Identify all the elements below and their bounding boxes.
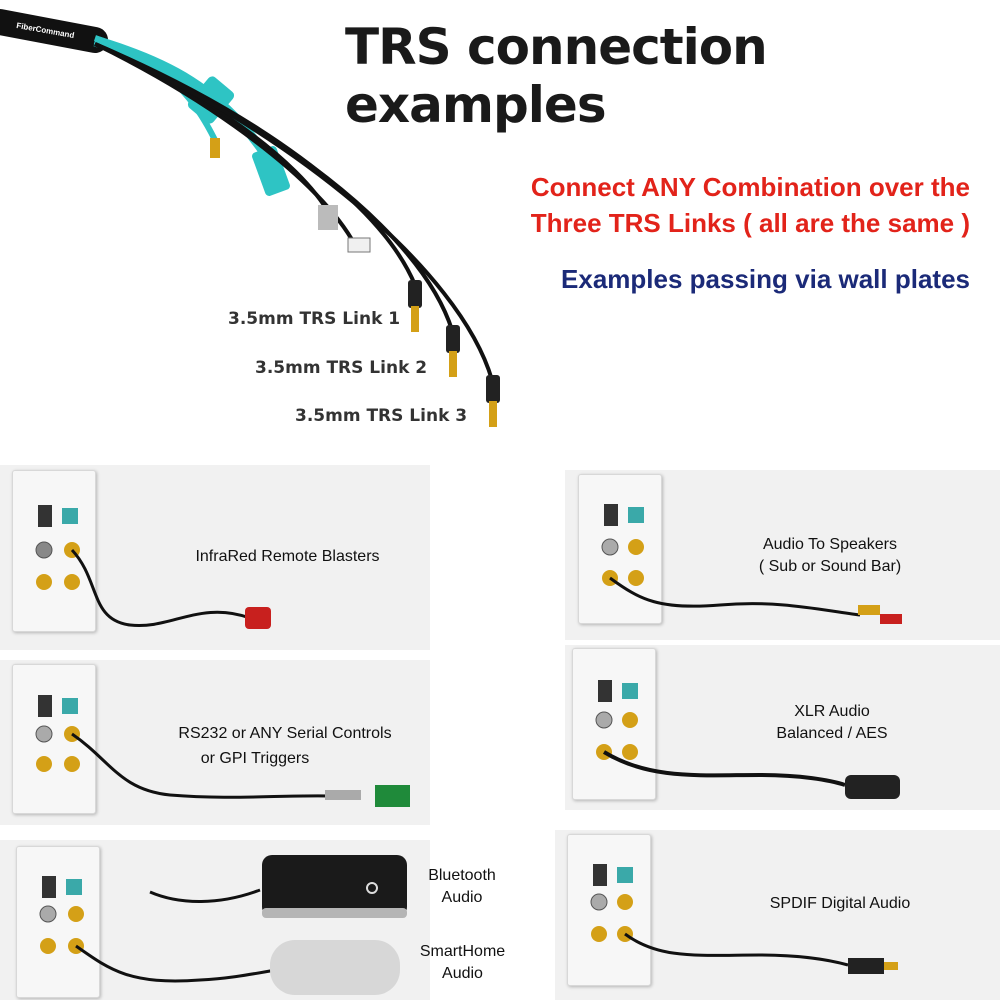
page-title: TRS connection examples — [345, 18, 768, 134]
bluetooth-transmitter — [262, 855, 407, 917]
rca-plug-1 — [858, 605, 880, 615]
speakers-caption-1: Audio To Speakers — [762, 536, 897, 553]
usb-connector — [347, 237, 371, 253]
xlr-caption-1: XLR Audio — [794, 703, 870, 720]
terminal-block — [375, 785, 410, 807]
rs232-caption-2: or GPI Triggers — [200, 750, 310, 767]
trs-plug-3 — [489, 401, 497, 427]
trs-cable-3 — [94, 42, 494, 381]
trs-link-3-label: 3.5mm TRS Link 3 — [295, 406, 468, 426]
trs-plug-1 — [411, 306, 419, 332]
wall-plate-heading: Examples passing via wall plates — [561, 264, 970, 294]
bluetooth-caption-2: Audio — [441, 889, 483, 906]
speakers-caption-2: ( Sub or Sound Bar) — [758, 558, 902, 575]
smarthome-caption-2: Audio — [442, 965, 483, 982]
wall-plate — [567, 834, 651, 986]
sma-connector — [210, 138, 220, 158]
trs-plug-2 — [449, 351, 457, 377]
trs-link-2-label: 3.5mm TRS Link 2 — [255, 358, 428, 378]
trs-link-1-label: 3.5mm TRS Link 1 — [228, 309, 401, 329]
spdif-plug — [848, 958, 884, 974]
wall-plate — [12, 470, 96, 632]
spdif-caption: SPDIF Digital Audio — [769, 895, 911, 912]
xlr-caption-2: Balanced / AES — [776, 725, 888, 742]
rs232-caption-1: RS232 or ANY Serial Controls — [178, 725, 392, 742]
mpo-connector-2 — [252, 146, 290, 196]
wall-plate — [572, 648, 656, 800]
ir-blaster — [245, 607, 271, 629]
wall-plate — [12, 664, 96, 814]
combination-line-1: Connect ANY Combination over the — [530, 172, 970, 202]
rca-plug-2 — [880, 614, 902, 624]
wall-plate — [16, 846, 100, 998]
coax-connector — [318, 205, 338, 230]
infrared-caption: InfraRed Remote Blasters — [195, 548, 380, 565]
combination-line-2: Three TRS Links ( all are the same ) — [530, 208, 970, 238]
xlr-plug — [845, 775, 900, 799]
smart-speaker — [270, 940, 400, 995]
smarthome-caption-1: SmartHome — [419, 943, 506, 960]
bluetooth-caption-1: Bluetooth — [428, 867, 496, 884]
